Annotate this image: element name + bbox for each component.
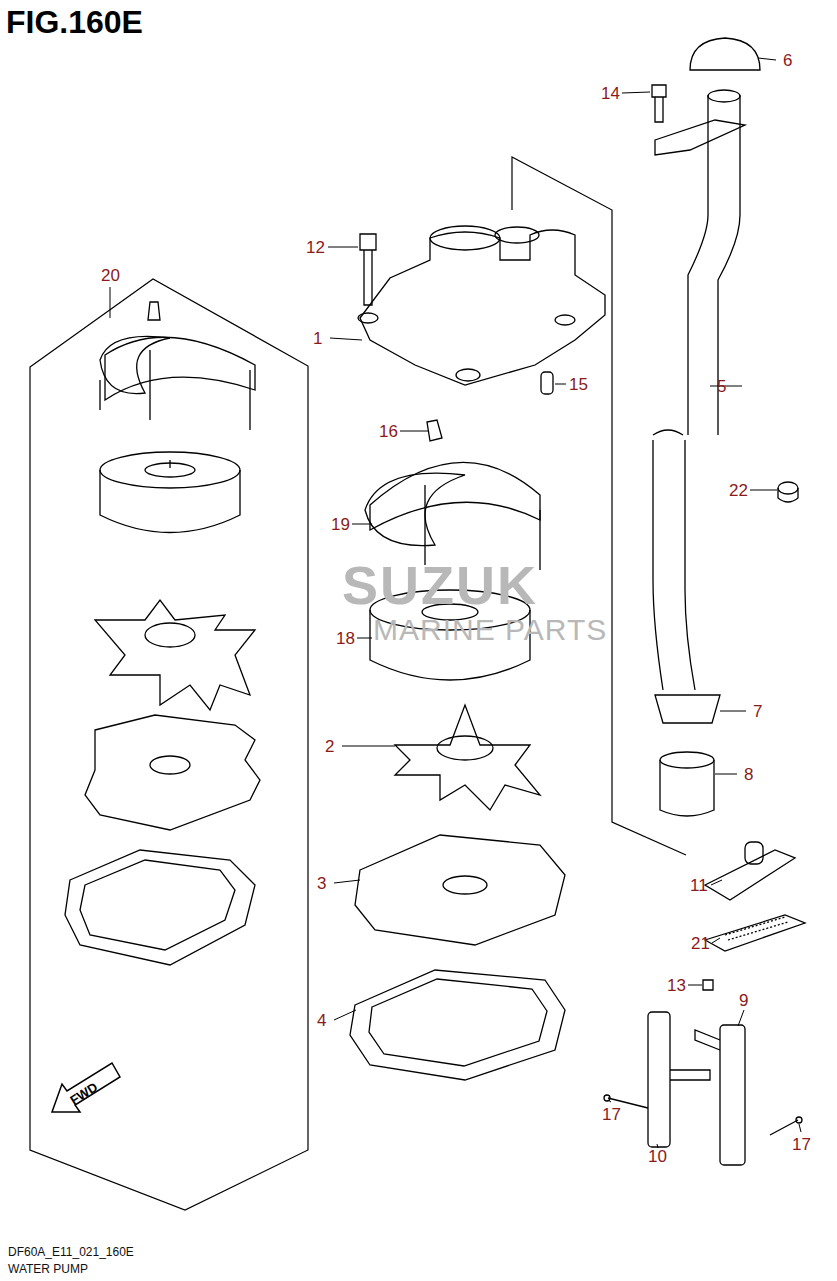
callout-number: 15 bbox=[569, 376, 588, 393]
callout-number: 20 bbox=[101, 267, 120, 284]
watermark: MARINE PARTS bbox=[373, 615, 607, 645]
direction-label: FWD bbox=[68, 1080, 100, 1107]
callout-number: 7 bbox=[753, 703, 762, 720]
figure-title: FIG.160E bbox=[6, 6, 143, 38]
callout-number: 19 bbox=[331, 516, 350, 533]
callout-number: 2 bbox=[325, 738, 334, 755]
watermark: SUZUK bbox=[342, 558, 538, 612]
callout-number: 10 bbox=[648, 1148, 667, 1165]
callout-number: 1 bbox=[313, 330, 322, 347]
figure-code: WATER PUMP bbox=[8, 1263, 88, 1275]
callout-number: 13 bbox=[667, 977, 686, 994]
callout-number: 6 bbox=[783, 52, 792, 69]
callout-number: 17 bbox=[602, 1106, 621, 1123]
callout-number: 16 bbox=[379, 423, 398, 440]
figure-code: DF60A_E11_021_160E bbox=[8, 1246, 134, 1258]
callout-number: 17 bbox=[792, 1136, 811, 1153]
callout-number: 18 bbox=[336, 630, 355, 647]
callout-number: 22 bbox=[729, 482, 748, 499]
callout-number: 11 bbox=[690, 877, 708, 894]
callout-number: 4 bbox=[317, 1012, 326, 1029]
callout-number: 5 bbox=[717, 378, 726, 395]
callout-number: 8 bbox=[744, 766, 753, 783]
callout-number: 12 bbox=[306, 239, 325, 256]
callout-number: 9 bbox=[739, 992, 748, 1009]
callout-number: 14 bbox=[601, 85, 620, 102]
callout-number: 3 bbox=[317, 875, 326, 892]
callout-number: 21 bbox=[691, 935, 710, 952]
